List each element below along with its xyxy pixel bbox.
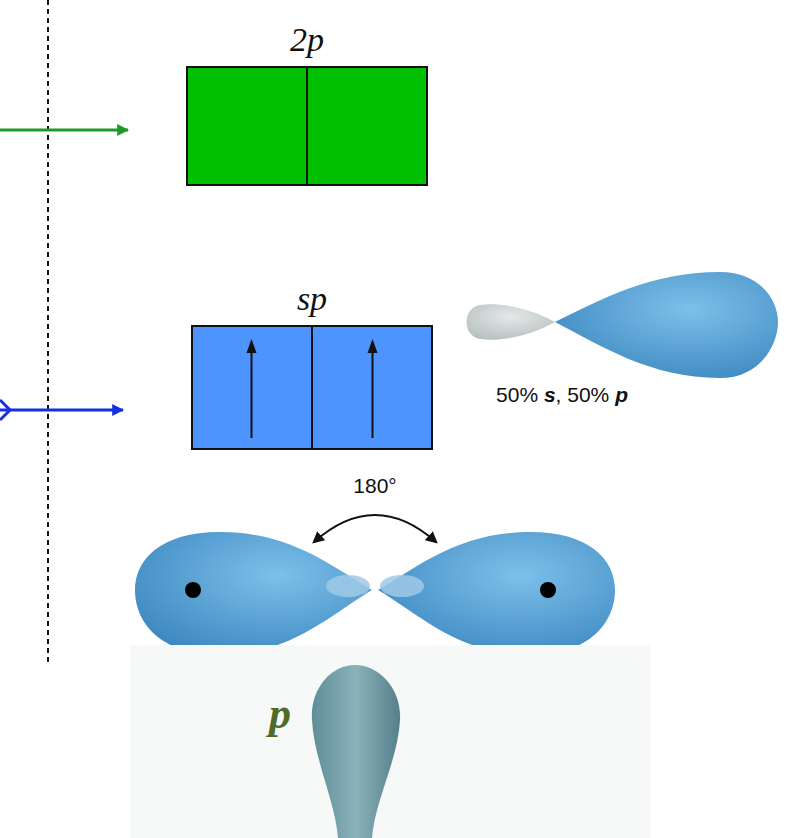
electron-spin-arrow: [251, 349, 253, 438]
electron-arrows: [191, 325, 433, 450]
composition-label: 50% s, 50% p: [496, 383, 628, 407]
angle-label: 180°: [353, 474, 396, 498]
electron-spin-head: [368, 339, 378, 353]
blue-arrow: [0, 409, 123, 412]
p-orbital: [312, 665, 400, 838]
p-orbital-ground: [130, 645, 650, 838]
sp-orbital-pair: [135, 532, 615, 655]
green-arrow: [0, 129, 128, 132]
orbital-cells: [191, 325, 433, 450]
orbital-box: 2p: [186, 21, 428, 186]
orbital-heading: 2p: [186, 21, 428, 58]
orbital-heading: sp: [191, 280, 433, 317]
orbital-cell: [306, 66, 428, 186]
orbital-cell: [186, 66, 308, 186]
arrow-tail: [0, 400, 10, 420]
sp-hybrid-orbital: [467, 272, 779, 378]
angle-arrow: [314, 515, 436, 542]
hybrid-orbital-box: sp: [191, 280, 433, 450]
electron-spin-arrow: [372, 349, 374, 438]
dashed-divider: [47, 0, 49, 662]
orbital-cells: [186, 66, 428, 186]
orbital-label: p: [269, 688, 291, 739]
electron-spin-head: [247, 339, 257, 353]
